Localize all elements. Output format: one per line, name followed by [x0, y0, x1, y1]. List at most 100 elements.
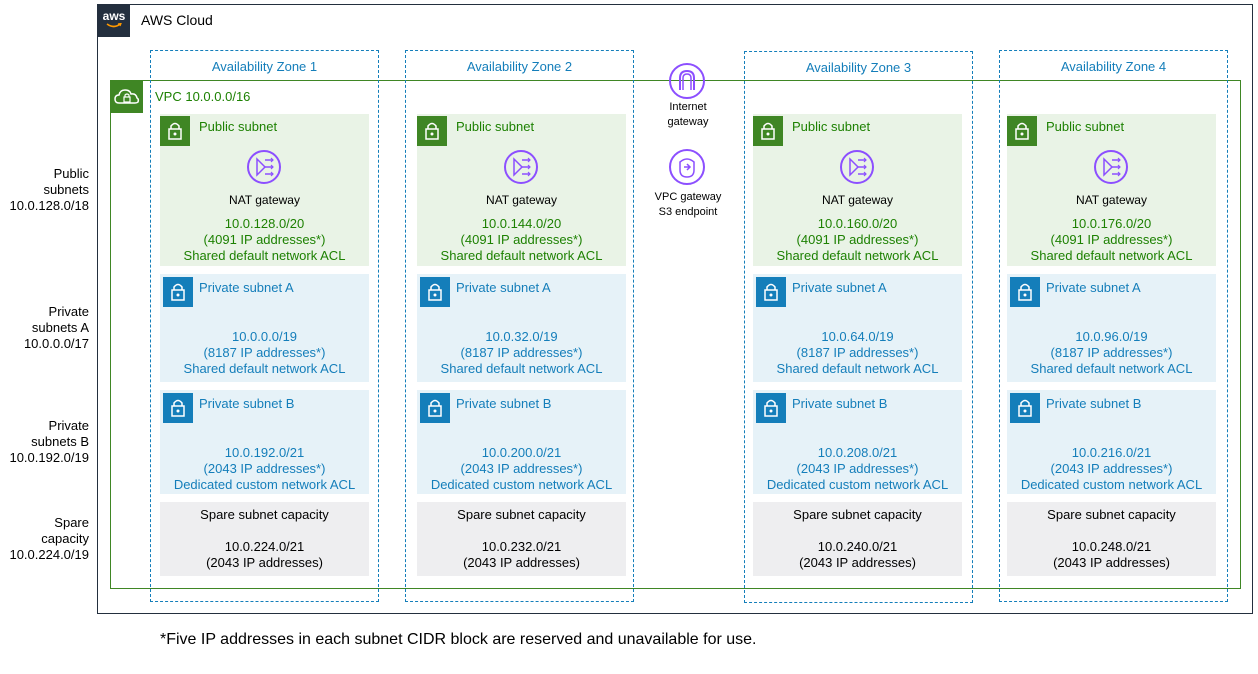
row-label-line: subnets B: [31, 434, 89, 449]
gateway-label-line: gateway: [667, 116, 709, 128]
subnet-cidr: 10.0.208.0/21: [817, 445, 898, 460]
row-label-private-b: Private subnets B 10.0.192.0/19: [0, 418, 89, 466]
aws-smile-icon: [106, 23, 122, 28]
spare-details: 10.0.248.0/21 (2043 IP addresses): [1007, 539, 1216, 571]
gateway-label-line: VPC gateway: [654, 191, 722, 203]
spare-capacity-2: Spare subnet capacity 10.0.232.0/21 (204…: [417, 502, 626, 576]
subnet-ip-count: (8187 IP addresses*): [796, 345, 919, 360]
row-label-line: subnets: [43, 182, 89, 197]
lock-icon: [420, 277, 450, 307]
subnet-cidr: 10.0.216.0/21: [1071, 445, 1152, 460]
row-label-line: Spare: [54, 515, 89, 530]
lock-icon: [163, 277, 193, 307]
subnet-title: Public subnet: [199, 119, 278, 134]
subnet-details: 10.0.144.0/20 (4091 IP addresses*) Share…: [417, 216, 626, 264]
subnet-title: Private subnet B: [1046, 396, 1142, 411]
lock-icon: [1010, 277, 1040, 307]
lock-icon: [756, 393, 786, 423]
subnet-acl: Shared default network ACL: [440, 248, 603, 263]
spare-capacity-3: Spare subnet capacity 10.0.240.0/21 (204…: [753, 502, 962, 576]
subnet-details: 10.0.200.0/21 (2043 IP addresses*) Dedic…: [417, 445, 626, 493]
subnet-title: Public subnet: [792, 119, 871, 134]
public-subnet-2: Public subnet NAT gateway 10.0.144.0/20 …: [417, 114, 626, 266]
availability-zone-4: [999, 50, 1228, 602]
public-subnet-1: Public subnet NAT gateway 10.0.128.0/20 …: [160, 114, 369, 266]
gateway-label-line: Internet: [669, 101, 707, 113]
cloud-title: AWS Cloud: [141, 12, 213, 28]
row-label-line: 10.0.0.0/17: [23, 336, 89, 351]
subnet-acl: Shared default network ACL: [776, 361, 939, 376]
subnet-details: 10.0.128.0/20 (4091 IP addresses*) Share…: [160, 216, 369, 264]
spare-cidr: 10.0.248.0/21: [1071, 539, 1152, 554]
subnet-details: 10.0.176.0/20 (4091 IP addresses*) Share…: [1007, 216, 1216, 264]
subnet-details: 10.0.160.0/20 (4091 IP addresses*) Share…: [753, 216, 962, 264]
az-label: Availability Zone 3: [805, 60, 912, 75]
subnet-cidr: 10.0.176.0/20: [1071, 216, 1152, 231]
availability-zone-3: [744, 51, 973, 603]
lock-icon: [160, 116, 190, 146]
public-subnet-4: Public subnet NAT gateway 10.0.176.0/20 …: [1007, 114, 1216, 266]
spare-cidr: 10.0.240.0/21: [817, 539, 898, 554]
subnet-cidr: 10.0.192.0/21: [224, 445, 305, 460]
subnet-title: Private subnet A: [1046, 280, 1141, 295]
lock-icon: [756, 277, 786, 307]
aws-logo-icon: aws: [98, 5, 130, 37]
spare-title: Spare subnet capacity: [457, 507, 586, 522]
row-label-private-a: Private subnets A 10.0.0.0/17: [0, 304, 89, 352]
nat-gateway-label: NAT gateway: [229, 193, 300, 207]
s3-endpoint-label: VPC gateway S3 endpoint: [638, 190, 738, 220]
subnet-cidr: 10.0.32.0/19: [485, 329, 558, 344]
spare-details: 10.0.240.0/21 (2043 IP addresses): [753, 539, 962, 571]
subnet-ip-count: (2043 IP addresses*): [796, 461, 919, 476]
subnet-ip-count: (2043 IP addresses*): [460, 461, 583, 476]
vpc-cloud-lock-icon: [111, 81, 143, 113]
subnet-acl: Dedicated custom network ACL: [430, 477, 613, 492]
subnet-title: Public subnet: [456, 119, 535, 134]
subnet-cidr: 10.0.96.0/19: [1075, 329, 1148, 344]
subnet-cidr: 10.0.64.0/19: [821, 329, 894, 344]
public-subnet-3: Public subnet NAT gateway 10.0.160.0/20 …: [753, 114, 962, 266]
spare-ip-count: (2043 IP addresses): [799, 555, 916, 570]
availability-zone-2: [405, 50, 634, 602]
private-subnet-a-1: Private subnet A 10.0.0.0/19 (8187 IP ad…: [160, 274, 369, 382]
subnet-cidr: 10.0.200.0/21: [481, 445, 562, 460]
spare-title: Spare subnet capacity: [1047, 507, 1176, 522]
subnet-cidr: 10.0.0.0/19: [231, 329, 298, 344]
nat-gateway-icon: [1093, 149, 1129, 185]
subnet-title: Private subnet A: [199, 280, 294, 295]
row-label-line: 10.0.128.0/18: [9, 198, 89, 213]
vpc-container: [110, 80, 1241, 589]
lock-icon: [1010, 393, 1040, 423]
lock-icon: [163, 393, 193, 423]
private-subnet-b-4: Private subnet B 10.0.216.0/21 (2043 IP …: [1007, 390, 1216, 494]
subnet-details: 10.0.96.0/19 (8187 IP addresses*) Shared…: [1007, 329, 1216, 377]
subnet-title: Private subnet B: [456, 396, 552, 411]
subnet-cidr: 10.0.128.0/20: [224, 216, 305, 231]
subnet-title: Private subnet A: [792, 280, 887, 295]
private-subnet-b-3: Private subnet B 10.0.208.0/21 (2043 IP …: [753, 390, 962, 494]
nat-gateway-icon: [246, 149, 282, 185]
az-label: Availability Zone 1: [211, 59, 318, 74]
subnet-details: 10.0.192.0/21 (2043 IP addresses*) Dedic…: [160, 445, 369, 493]
subnet-ip-count: (8187 IP addresses*): [1050, 345, 1173, 360]
private-subnet-b-1: Private subnet B 10.0.192.0/21 (2043 IP …: [160, 390, 369, 494]
subnet-details: 10.0.64.0/19 (8187 IP addresses*) Shared…: [753, 329, 962, 377]
footnote: *Five IP addresses in each subnet CIDR b…: [160, 631, 757, 648]
spare-details: 10.0.232.0/21 (2043 IP addresses): [417, 539, 626, 571]
aws-logo-text: aws: [102, 9, 126, 23]
subnet-cidr: 10.0.144.0/20: [481, 216, 562, 231]
subnet-ip-count: (8187 IP addresses*): [460, 345, 583, 360]
row-label-public: Public subnets 10.0.128.0/18: [0, 166, 89, 214]
subnet-ip-count: (4091 IP addresses*): [203, 232, 326, 247]
subnet-acl: Shared default network ACL: [1030, 361, 1193, 376]
nat-gateway-label: NAT gateway: [822, 193, 893, 207]
row-label-line: capacity: [41, 531, 89, 546]
spare-ip-count: (2043 IP addresses): [206, 555, 323, 570]
spare-ip-count: (2043 IP addresses): [463, 555, 580, 570]
subnet-title: Private subnet B: [199, 396, 295, 411]
row-label-line: 10.0.192.0/19: [9, 450, 89, 465]
availability-zone-1: [150, 50, 379, 602]
subnet-details: 10.0.208.0/21 (2043 IP addresses*) Dedic…: [753, 445, 962, 493]
subnet-acl: Dedicated custom network ACL: [766, 477, 949, 492]
subnet-ip-count: (4091 IP addresses*): [460, 232, 583, 247]
